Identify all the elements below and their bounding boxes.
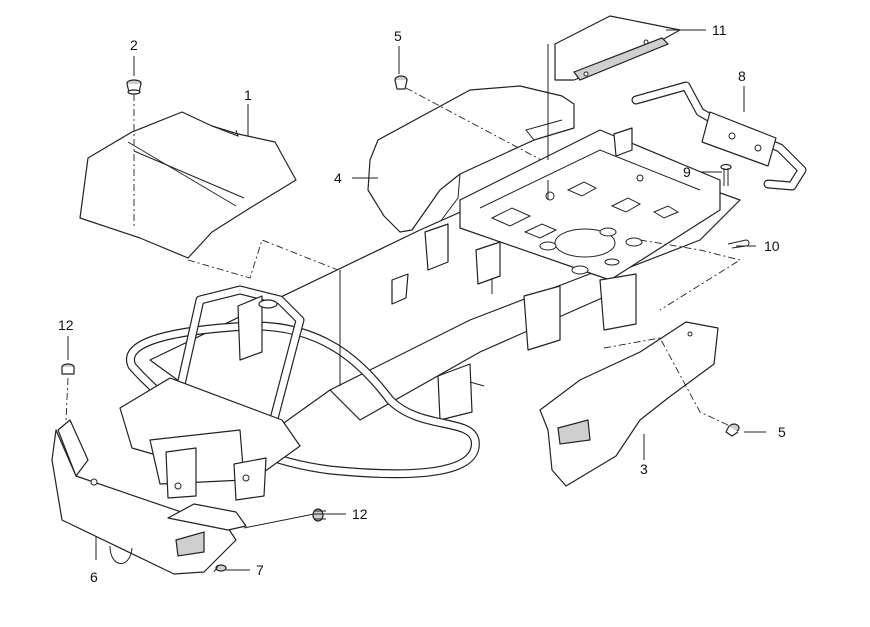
part-2-knob [126,79,142,95]
callout-6: 6 [90,569,98,585]
callout-9: 9 [683,164,691,180]
callout-8: 8 [738,68,746,84]
part-4-rear-cover [367,85,575,233]
part-12-plug-right [312,508,326,522]
part-1-seat-pan [79,111,297,259]
callout-5-right: 5 [778,424,786,440]
callout-5-top: 5 [394,28,402,44]
main-frame [149,129,741,441]
callout-11: 11 [712,22,727,38]
callout-10: 10 [764,238,780,254]
part-10-clip [727,239,750,249]
callout-12-left: 12 [58,317,74,333]
projection-line [65,377,69,421]
part-6-front-bumper [51,419,247,575]
part-5-bolt-right [725,423,740,437]
part-8-rear-bumper [613,81,807,191]
projection-line [187,239,339,279]
callout-3: 3 [640,461,648,477]
part-5-bolt-top [394,75,408,90]
callout-labels: 1 2 3 4 5 5 6 7 8 9 10 11 12 12 [58,22,786,585]
part-9-pin [720,163,732,186]
leader-lines [67,29,766,571]
part-12-plug-left [61,363,75,375]
projection-line [405,87,561,171]
part-11-bracket [554,15,681,81]
front-tower [119,285,305,501]
callout-12-right: 12 [352,506,368,522]
part-3-side-shield [539,321,719,487]
projection-line [639,239,742,311]
callout-4: 4 [334,170,342,186]
callout-2: 2 [130,37,138,53]
part-7-screw [213,564,227,573]
callout-1: 1 [244,87,252,103]
callout-7: 7 [256,562,264,578]
